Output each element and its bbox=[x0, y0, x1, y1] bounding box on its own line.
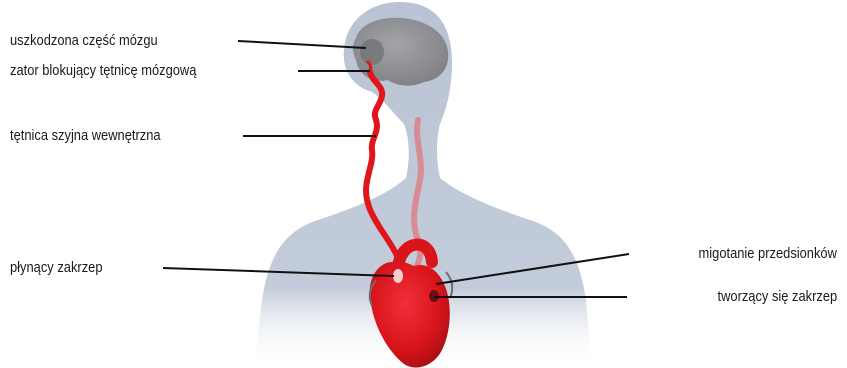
label-floating-clot: płynący zakrzep bbox=[10, 259, 103, 277]
floating-clot-mark bbox=[393, 269, 403, 283]
damaged-brain-region bbox=[360, 39, 384, 65]
label-clot-blocking-artery: zator blokujący tętnicę mózgową bbox=[10, 62, 196, 80]
label-internal-carotid: tętnica szyjna wewnętrzna bbox=[10, 127, 161, 145]
label-damaged-brain: uszkodzona część mózgu bbox=[10, 32, 158, 50]
label-atrial-fibrillation: migotanie przedsionków bbox=[699, 245, 837, 263]
label-forming-clot: tworzący się zakrzep bbox=[717, 288, 837, 306]
